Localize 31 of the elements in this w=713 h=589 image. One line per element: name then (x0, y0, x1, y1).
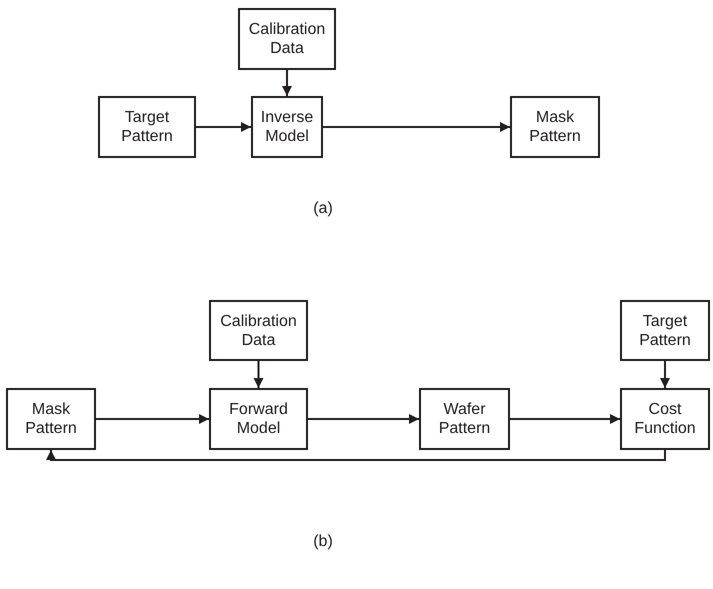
arrow (46, 450, 666, 461)
box-label: Calibration Data (248, 20, 326, 58)
arrow (323, 122, 510, 132)
arrow (282, 70, 292, 96)
box-label: Cost Function (633, 400, 697, 438)
box-label: Mask Pattern (24, 400, 78, 438)
arrow (254, 361, 264, 388)
process-box (209, 388, 308, 450)
arrow (96, 414, 209, 424)
box-label: Wafer Pattern (438, 400, 492, 438)
box-label: Forward Model (228, 400, 289, 438)
process-box (98, 96, 196, 158)
process-box (510, 96, 600, 158)
panel-label: (b) (313, 533, 333, 551)
box-label: Inverse Model (260, 108, 314, 146)
box-label: Calibration Data (219, 312, 298, 350)
box-label: Target Pattern (638, 312, 692, 350)
arrow (660, 361, 670, 388)
box-label: Target Pattern (120, 108, 174, 146)
process-box (238, 8, 336, 70)
process-box (209, 300, 308, 361)
process-box (6, 388, 96, 450)
box-label: Mask Pattern (528, 108, 582, 146)
process-box (419, 388, 510, 450)
panel-label: (a) (313, 200, 333, 218)
arrow (196, 122, 251, 132)
process-box (620, 300, 710, 361)
arrow (308, 414, 419, 424)
arrow (510, 414, 620, 424)
process-box (251, 96, 323, 158)
process-box (620, 388, 710, 450)
